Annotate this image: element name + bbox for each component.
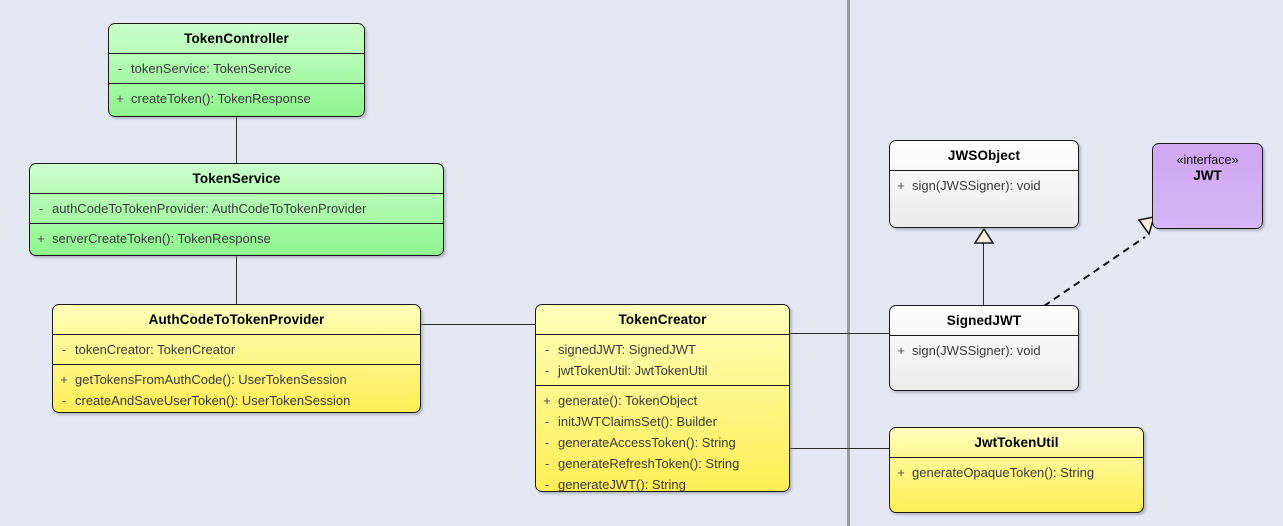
member-signature: createToken(): TokenResponse [131,91,311,106]
method-row: - generateRefreshToken(): String [536,453,789,474]
visibility-marker: + [897,465,905,480]
methods-section-token-service: + serverCreateToken(): TokenResponse [30,224,443,253]
class-node-token-controller[interactable]: TokenController - tokenService: TokenSer… [108,23,365,117]
visibility-marker: - [544,477,550,492]
method-row: + getTokensFromAuthCode(): UserTokenSess… [53,369,420,390]
visibility-marker: + [897,178,905,193]
connector-creator-jwttokenutil [789,448,890,449]
divider [53,334,420,335]
connector-controller-service [236,116,237,164]
visibility-marker: - [544,456,550,471]
member-signature: authCodeToTokenProvider: AuthCodeToToken… [52,201,367,216]
class-node-token-creator[interactable]: TokenCreator - signedJWT: SignedJWT - jw… [535,304,790,492]
member-signature: generateRefreshToken(): String [558,456,740,471]
member-signature: sign(JWSSigner): void [912,343,1041,358]
methods-section-token-controller: + createToken(): TokenResponse [109,84,364,113]
visibility-marker: - [38,201,44,216]
method-row: + generateOpaqueToken(): String [890,462,1143,483]
method-row: + serverCreateToken(): TokenResponse [30,228,443,249]
attribute-row: - tokenService: TokenService [109,58,364,79]
methods-section-auth-code-to-token-provider: + getTokensFromAuthCode(): UserTokenSess… [53,365,420,412]
divider [890,457,1143,458]
connector-creator-signedjwt [789,333,890,334]
divider [109,83,364,84]
class-title-jwt: JWT [1193,168,1222,183]
class-title-signed-jwt: SignedJWT [946,313,1022,328]
divider [890,335,1078,336]
member-signature: generateAccessToken(): String [558,435,736,450]
member-signature: generateOpaqueToken(): String [912,465,1095,480]
method-row: - generateJWT(): String [536,474,789,492]
class-node-jwt-token-util[interactable]: JwtTokenUtil + generateOpaqueToken(): St… [889,427,1144,513]
visibility-marker: + [37,231,45,246]
attribute-row: - authCodeToTokenProvider: AuthCodeToTok… [30,198,443,219]
member-signature: tokenService: TokenService [131,61,292,76]
attribute-row: - tokenCreator: TokenCreator [53,339,420,360]
methods-section-signed-jwt: + sign(JWSSigner): void [890,336,1078,365]
method-row: + sign(JWSSigner): void [890,175,1078,196]
method-row: - createAndSaveUserToken(): UserTokenSes… [53,390,420,411]
visibility-marker: - [544,363,550,378]
class-node-token-service[interactable]: TokenService - authCodeToTokenProvider: … [29,163,444,256]
member-signature: initJWTClaimsSet(): Builder [558,414,717,429]
member-signature: generateJWT(): String [558,477,686,492]
member-signature: jwtTokenUtil: JwtTokenUtil [558,363,708,378]
methods-section-token-creator: + generate(): TokenObject - initJWTClaim… [536,386,789,492]
attributes-section-token-controller: - tokenService: TokenService [109,54,364,83]
attributes-section-token-creator: - signedJWT: SignedJWT - jwtTokenUtil: J… [536,335,789,385]
class-title-auth-code-to-token-provider: AuthCodeToTokenProvider [148,312,325,327]
divider [109,53,364,54]
class-title-jws-object: JWSObject [947,148,1021,163]
class-title-token-creator: TokenCreator [618,312,707,327]
divider [30,223,443,224]
connector-provider-creator [420,324,536,325]
class-node-signed-jwt[interactable]: SignedJWT + sign(JWSSigner): void [889,305,1079,391]
class-node-auth-code-to-token-provider[interactable]: AuthCodeToTokenProvider - tokenCreator: … [52,304,421,413]
connector-signedjwt-jwsobject [983,242,984,306]
attribute-row: - signedJWT: SignedJWT [536,339,789,360]
visibility-marker: - [117,61,123,76]
member-signature: getTokensFromAuthCode(): UserTokenSessio… [75,372,347,387]
methods-section-jws-object: + sign(JWSSigner): void [890,171,1078,200]
method-row: + sign(JWSSigner): void [890,340,1078,361]
visibility-marker: - [61,393,67,408]
member-signature: tokenCreator: TokenCreator [75,342,236,357]
interface-stereotype-label: «interface» [1176,153,1239,167]
class-title-token-controller: TokenController [184,31,289,46]
attributes-section-token-service: - authCodeToTokenProvider: AuthCodeToTok… [30,194,443,223]
class-title-token-service: TokenService [192,171,281,186]
method-row: - generateAccessToken(): String [536,432,789,453]
member-signature: serverCreateToken(): TokenResponse [52,231,271,246]
connector-service-provider [236,255,237,305]
method-row: + createToken(): TokenResponse [109,88,364,109]
methods-section-jwt-token-util: + generateOpaqueToken(): String [890,458,1143,487]
visibility-marker: + [543,393,551,408]
generalization-arrowhead-icon [974,228,994,244]
method-row: - initJWTClaimsSet(): Builder [536,411,789,432]
page-divider [847,0,850,526]
attributes-section-auth-code-to-token-provider: - tokenCreator: TokenCreator [53,335,420,364]
visibility-marker: - [544,342,550,357]
method-row: + generate(): TokenObject [536,390,789,411]
visibility-marker: + [116,91,124,106]
divider [890,170,1078,171]
class-node-jws-object[interactable]: JWSObject + sign(JWSSigner): void [889,140,1079,228]
class-node-jwt-interface[interactable]: «interface» JWT [1152,143,1263,229]
visibility-marker: - [544,435,550,450]
attribute-row: - jwtTokenUtil: JwtTokenUtil [536,360,789,381]
member-signature: signedJWT: SignedJWT [558,342,696,357]
member-signature: createAndSaveUserToken(): UserTokenSessi… [75,393,351,408]
divider [536,334,789,335]
member-signature: sign(JWSSigner): void [912,178,1041,193]
visibility-marker: + [60,372,68,387]
member-signature: generate(): TokenObject [558,393,698,408]
divider [30,193,443,194]
visibility-marker: - [61,342,67,357]
visibility-marker: + [897,343,905,358]
class-title-jwt-token-util: JwtTokenUtil [974,435,1059,450]
divider [53,364,420,365]
divider [536,385,789,386]
visibility-marker: - [544,414,550,429]
